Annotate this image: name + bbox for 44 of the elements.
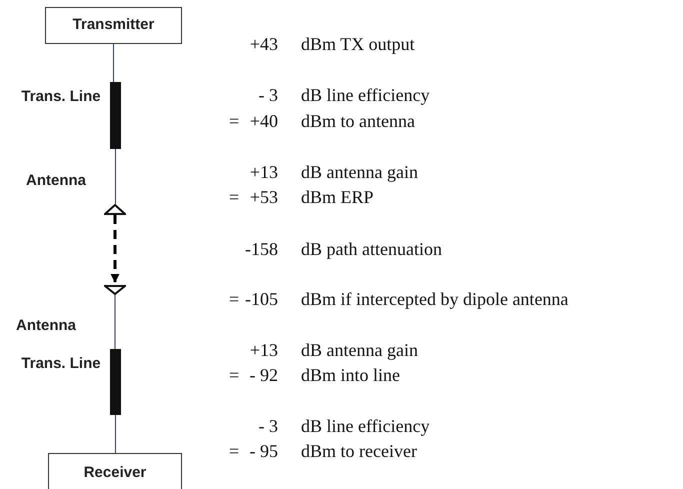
transmission-line-bar	[110, 349, 121, 415]
component-label: Antenna	[15, 316, 77, 336]
connector-line	[114, 294, 116, 350]
equals-sign: =	[229, 364, 240, 386]
level-description: dB antenna gain	[301, 339, 418, 361]
level-description: dBm ERP	[301, 186, 374, 208]
level-value: +53	[248, 186, 278, 208]
level-description: dBm TX output	[301, 33, 415, 55]
level-description: dB line efficiency	[301, 415, 430, 437]
dashed-arrow	[110, 215, 120, 283]
level-value: +43	[248, 33, 278, 55]
equals-sign: =	[229, 440, 240, 462]
level-value: +13	[248, 161, 278, 183]
device-box	[48, 453, 182, 489]
equals-sign: =	[229, 186, 240, 208]
level-value: - 3	[258, 84, 278, 106]
antenna-symbol	[104, 285, 126, 295]
level-description: dBm to receiver	[301, 440, 417, 462]
device-label: Transmitter	[72, 15, 154, 36]
level-value: -105	[244, 288, 278, 310]
equals-sign: =	[229, 288, 240, 310]
level-value: - 92	[248, 364, 278, 386]
level-value: - 3	[258, 415, 278, 437]
antenna-symbol	[104, 204, 126, 215]
component-label: Trans. Line	[20, 87, 102, 107]
level-description: dBm into line	[301, 364, 400, 386]
connector-line	[113, 44, 114, 82]
transmission-line-bar	[110, 82, 121, 149]
level-value: +40	[248, 110, 278, 132]
level-description: dBm to antenna	[301, 110, 415, 132]
level-description: dB path attenuation	[301, 238, 442, 260]
level-description: dBm if intercepted by dipole antenna	[301, 288, 568, 310]
connector-line	[115, 148, 116, 204]
level-description: dB antenna gain	[301, 161, 418, 183]
connector-line	[115, 414, 116, 454]
level-value: +13	[248, 339, 278, 361]
component-label: Antenna	[25, 171, 87, 191]
level-value: - 95	[248, 440, 278, 462]
level-description: dB line efficiency	[301, 84, 430, 106]
device-label: Receiver	[84, 462, 146, 483]
device-box	[45, 7, 182, 44]
level-value: -158	[244, 238, 278, 260]
equals-sign: =	[229, 110, 240, 132]
component-label: Trans. Line	[20, 354, 102, 374]
